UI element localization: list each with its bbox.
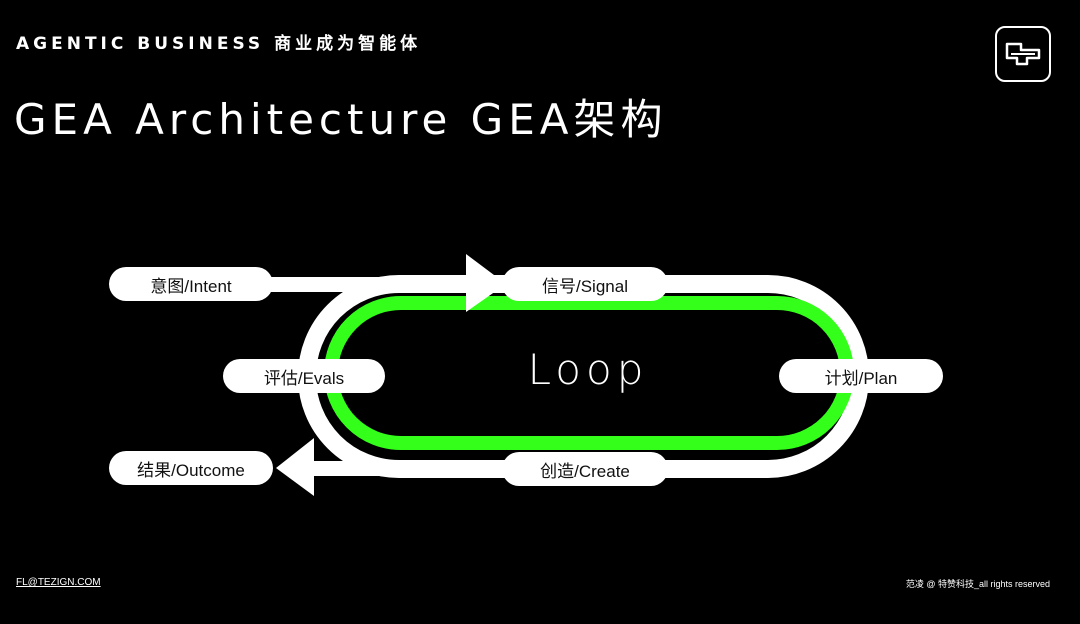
page-title: GEA Architecture GEA架构 [14,95,668,144]
node-signal: 信号/Signal [502,267,668,301]
node-create: 创造/Create [502,452,668,486]
intent-arrow-head [466,254,506,312]
node-intent: 意图/Intent [109,267,273,301]
tezign-logo-icon [995,26,1051,82]
node-outcome: 结果/Outcome [109,451,273,485]
outcome-arrow-head [276,438,314,496]
footer-email-link[interactable]: FL@TEZIGN.COM [16,577,101,588]
header-kicker: AGENTIC BUSINESS 商业成为智能体 [16,34,422,54]
outcome-arrow-line [310,461,510,476]
node-plan: 计划/Plan [779,359,943,393]
footer-copyright: 范凌 @ 特赞科技_all rights reserved [905,579,1050,589]
loop-center-label: Loop [527,345,649,394]
intent-arrow-line [270,277,472,292]
node-evals: 评估/Evals [223,359,385,393]
